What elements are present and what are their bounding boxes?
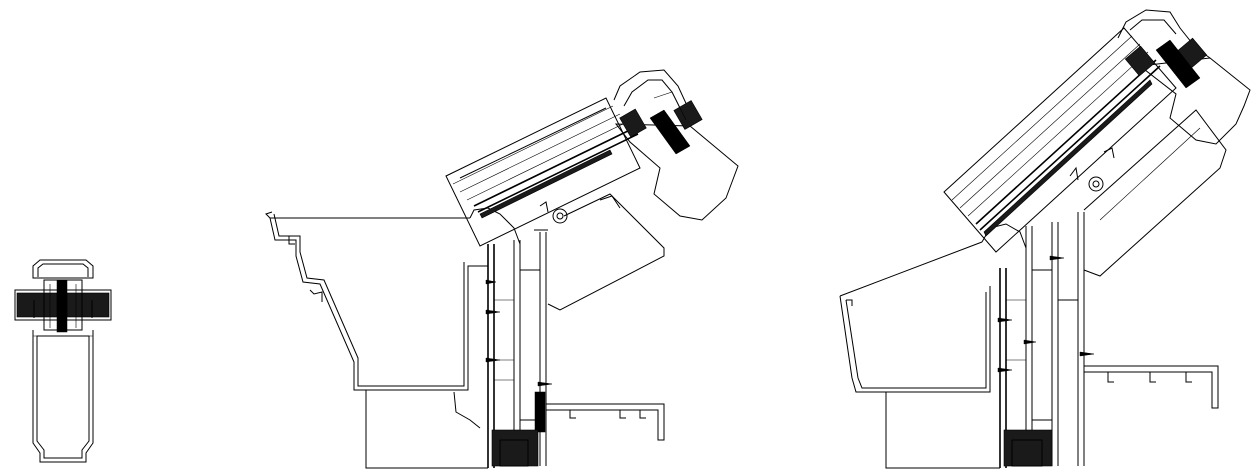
gutter-eave-detail-right xyxy=(839,9,1251,469)
gutter-eave-detail-left xyxy=(265,69,739,469)
mullion-section-view xyxy=(14,259,112,463)
rafter-section-right xyxy=(1117,9,1251,145)
rafter-section-left xyxy=(613,69,739,221)
